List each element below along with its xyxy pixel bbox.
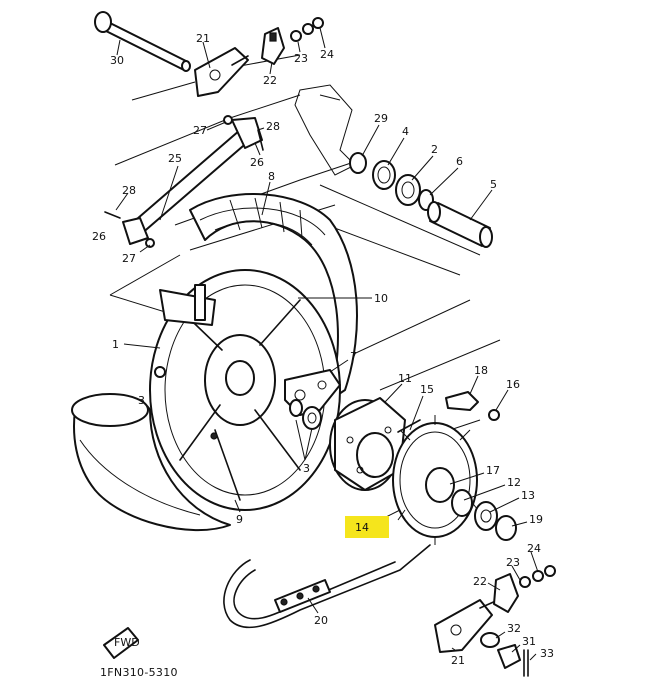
- callout-label: 10: [374, 292, 388, 305]
- callout-label: 17: [486, 464, 500, 477]
- highlighted-callout-box: [345, 516, 389, 538]
- callout-label: 22: [263, 74, 277, 87]
- callout-label: 18: [474, 364, 488, 377]
- adjuster-top: [261, 17, 324, 65]
- callout-label: 11: [398, 372, 412, 385]
- callout-label: 32: [507, 622, 521, 635]
- callout-label: 15: [420, 383, 434, 396]
- callout-label: 26: [92, 230, 106, 243]
- callout-label: 21: [451, 654, 465, 667]
- callout-label: 28: [122, 184, 136, 197]
- callout-label: 29: [374, 112, 388, 125]
- rear-tire-lower: [71, 393, 231, 532]
- figure-code: 1FN310-5310: [100, 666, 178, 679]
- lock-washer: [445, 391, 500, 421]
- callout-labels: 30 21 22 23 24 27 28 26 25 28 26 27 8 29…: [92, 32, 554, 667]
- callout-label: 22: [473, 575, 487, 588]
- leader-lines: [115, 27, 539, 661]
- callout-label: 2: [431, 143, 438, 156]
- callout-label: 23: [506, 556, 520, 569]
- chain-puller-top: [194, 47, 249, 97]
- valve-stem: [210, 429, 241, 501]
- callout-label: 3: [138, 394, 145, 407]
- torque-rod: [104, 115, 264, 248]
- callout-label: 4: [402, 125, 409, 138]
- pivot-bearings: [349, 152, 493, 248]
- callout-label: 6: [456, 155, 463, 168]
- callout-label: 30: [110, 54, 124, 67]
- callout-label: 26: [250, 156, 264, 169]
- swingarm-frame: [294, 84, 356, 176]
- drive-chain: [223, 544, 431, 629]
- callout-label: 27: [122, 252, 136, 265]
- fwd-arrow-icon: FWD: [103, 627, 140, 659]
- callout-label: 24: [320, 48, 334, 61]
- adjuster-bottom: [434, 565, 556, 677]
- fwd-mark: FWD: [114, 636, 140, 649]
- hub-bearings: [451, 489, 517, 541]
- callout-label: 19: [529, 513, 543, 526]
- callout-label: 25: [168, 152, 182, 165]
- callout-label: 27: [193, 124, 207, 137]
- rear-sprocket: [392, 415, 479, 545]
- callout-label: 31: [522, 635, 536, 648]
- axle-part: [94, 11, 191, 72]
- callout-label: 7: [350, 350, 357, 363]
- callout-label: 33: [540, 647, 554, 660]
- sprocket-hub: [329, 397, 421, 491]
- rear-wheel: [149, 269, 341, 511]
- callout-label: 21: [196, 32, 210, 45]
- callout-label: 3: [303, 462, 310, 475]
- callout-label: 1: [112, 338, 119, 351]
- callout-label: 16: [506, 378, 520, 391]
- callout-label: 13: [521, 489, 535, 502]
- callout-label: 23: [294, 52, 308, 65]
- callout-label: 5: [490, 178, 497, 191]
- callout-label: 8: [268, 170, 275, 183]
- callout-label-highlighted: 14: [355, 521, 369, 534]
- callout-label: 28: [266, 120, 280, 133]
- callout-label: 12: [507, 476, 521, 489]
- callout-label: 24: [527, 542, 541, 555]
- callout-label: 9: [236, 513, 243, 526]
- callout-label: 20: [314, 614, 328, 627]
